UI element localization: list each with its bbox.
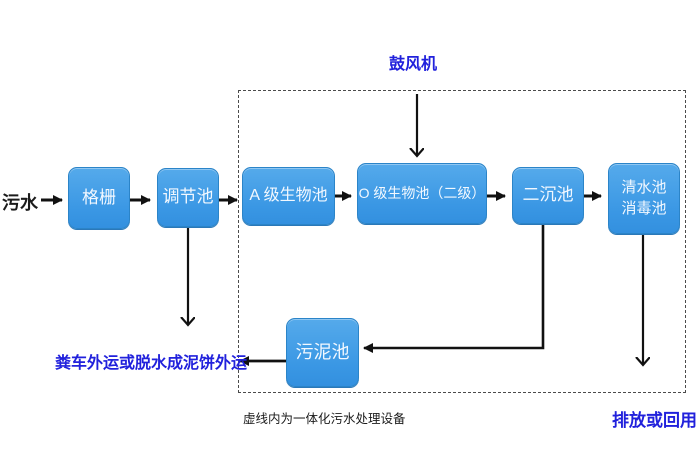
node-bar-screen-label: 格栅 — [82, 187, 116, 207]
node-o-stage-bio-tank-label: O 级生物池（二级） — [358, 185, 486, 202]
node-clear-water-tank: 清水池 消毒池 — [608, 163, 680, 234]
blower-label: 鼓风机 — [389, 56, 438, 73]
node-sludge-tank: 污泥池 — [286, 318, 359, 387]
integrated-equipment-boundary — [238, 90, 686, 393]
node-regulating-tank-label: 调节池 — [162, 187, 214, 207]
node-sludge-tank-label: 污泥池 — [295, 342, 350, 363]
node-clear-water-tank-line2: 消毒池 — [621, 199, 667, 217]
node-regulating-tank: 调节池 — [157, 168, 219, 227]
discharge-label: 排放或回用 — [612, 411, 697, 430]
node-secondary-clarifier: 二沉池 — [512, 167, 584, 224]
node-o-stage-bio-tank: O 级生物池（二级） — [357, 163, 487, 224]
node-a-stage-bio-tank-label: A 级生物池 — [249, 187, 328, 205]
influent-label: 污水 — [2, 193, 38, 213]
node-bar-screen: 格栅 — [68, 167, 130, 229]
sludge-disposal-label: 粪车外运或脱水成泥饼外运 — [55, 355, 248, 372]
node-clear-water-tank-line1: 清水池 — [621, 179, 667, 197]
node-a-stage-bio-tank: A 级生物池 — [242, 167, 335, 225]
node-secondary-clarifier-label: 二沉池 — [522, 185, 574, 205]
boundary-caption: 虚线内为一体化污水处理设备 — [243, 412, 406, 426]
